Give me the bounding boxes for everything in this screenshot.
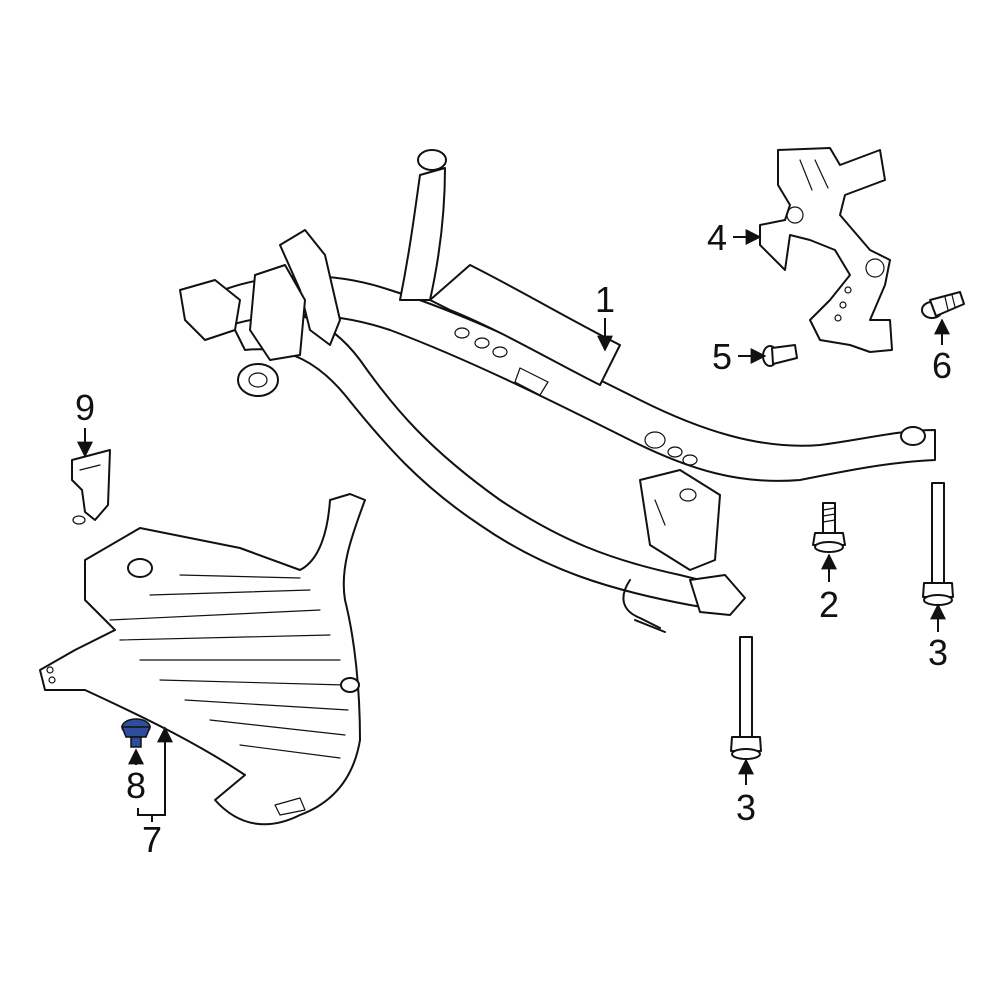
callout-7: 7 <box>142 819 162 860</box>
push-clip-part[interactable] <box>120 718 152 748</box>
subframe-part[interactable] <box>179 149 936 633</box>
callout-6: 6 <box>932 345 952 386</box>
small-bracket-part[interactable] <box>71 449 111 525</box>
callout-9: 9 <box>75 387 95 428</box>
callout-4: 4 <box>707 217 727 258</box>
leader-lines <box>77 229 950 822</box>
bolt-part[interactable] <box>921 291 965 319</box>
callout-3-right: 3 <box>928 632 948 673</box>
long-bolt-lower-part[interactable] <box>730 636 762 760</box>
callout-5: 5 <box>712 336 732 377</box>
bolt-2-part[interactable] <box>812 502 846 553</box>
callout-3-lower: 3 <box>736 787 756 828</box>
small-bolt-part[interactable] <box>762 344 798 367</box>
mount-bracket-part[interactable] <box>759 147 893 353</box>
callout-8: 8 <box>126 765 146 806</box>
callout-1: 1 <box>595 279 615 320</box>
splash-shield-part[interactable] <box>39 493 366 826</box>
callout-labels: 1 2 3 3 4 5 6 7 8 9 <box>75 217 952 860</box>
long-bolt-right-part[interactable] <box>922 482 954 606</box>
callout-2: 2 <box>819 584 839 625</box>
